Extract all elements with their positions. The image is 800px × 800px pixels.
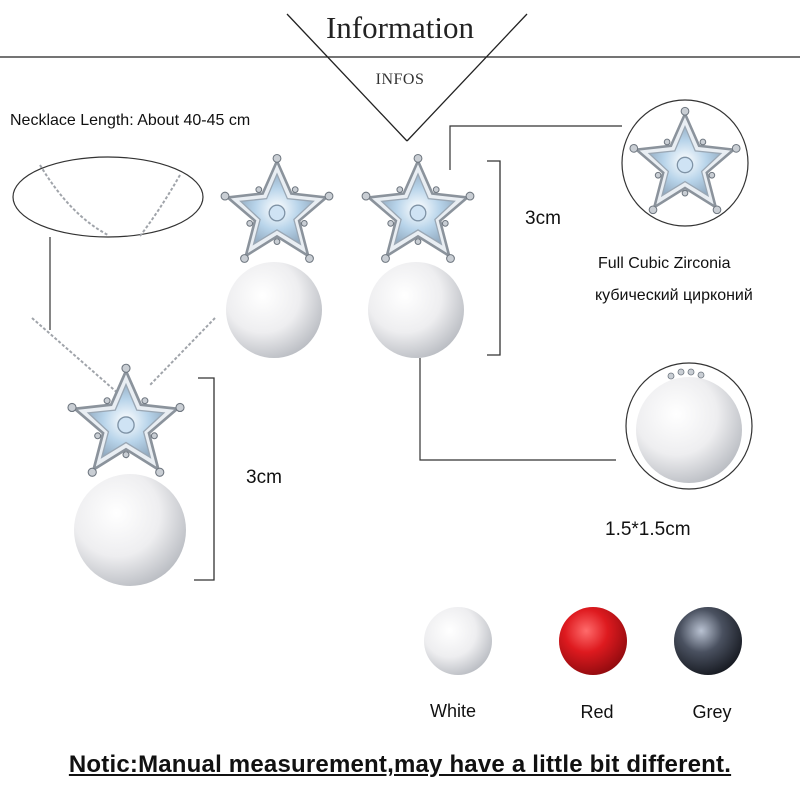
- earring-lead-lines: [419, 125, 622, 461]
- necklace-chain-icon: [12, 156, 204, 330]
- color-grey-label[interactable]: Grey: [692, 702, 732, 722]
- earring-right: [360, 153, 476, 358]
- pearl-icon: [625, 362, 753, 490]
- header-subtitle: INFOS: [375, 71, 425, 88]
- pendant-size-label: 3cm: [246, 467, 282, 488]
- color-white-label[interactable]: White: [429, 701, 476, 721]
- earring-size-bracket: [487, 160, 501, 356]
- color-grey-swatch[interactable]: [674, 607, 742, 675]
- necklace-length-label: Necklace Length: About 40-45 cm: [10, 112, 251, 129]
- zirconia-label-en: Full Cubic Zirconia: [598, 255, 731, 272]
- pearl-size-label: 1.5*1.5cm: [605, 519, 691, 540]
- header-chevron: [0, 13, 800, 142]
- pendant-size-bracket: [194, 377, 215, 581]
- color-red-swatch[interactable]: [559, 607, 627, 675]
- color-white-swatch[interactable]: [424, 607, 492, 675]
- header-title: Information: [325, 10, 475, 45]
- zirconia-label-ru: кубический цирконий: [595, 287, 753, 304]
- zirconia-flower-icon: [621, 99, 749, 227]
- measurement-notice: Notic:Manual measurement,may have a litt…: [68, 751, 732, 778]
- flower-pendant-icon: [31, 317, 216, 586]
- color-red-label[interactable]: Red: [580, 702, 614, 722]
- earring-left: [219, 153, 335, 358]
- earring-size-label: 3cm: [525, 208, 561, 229]
